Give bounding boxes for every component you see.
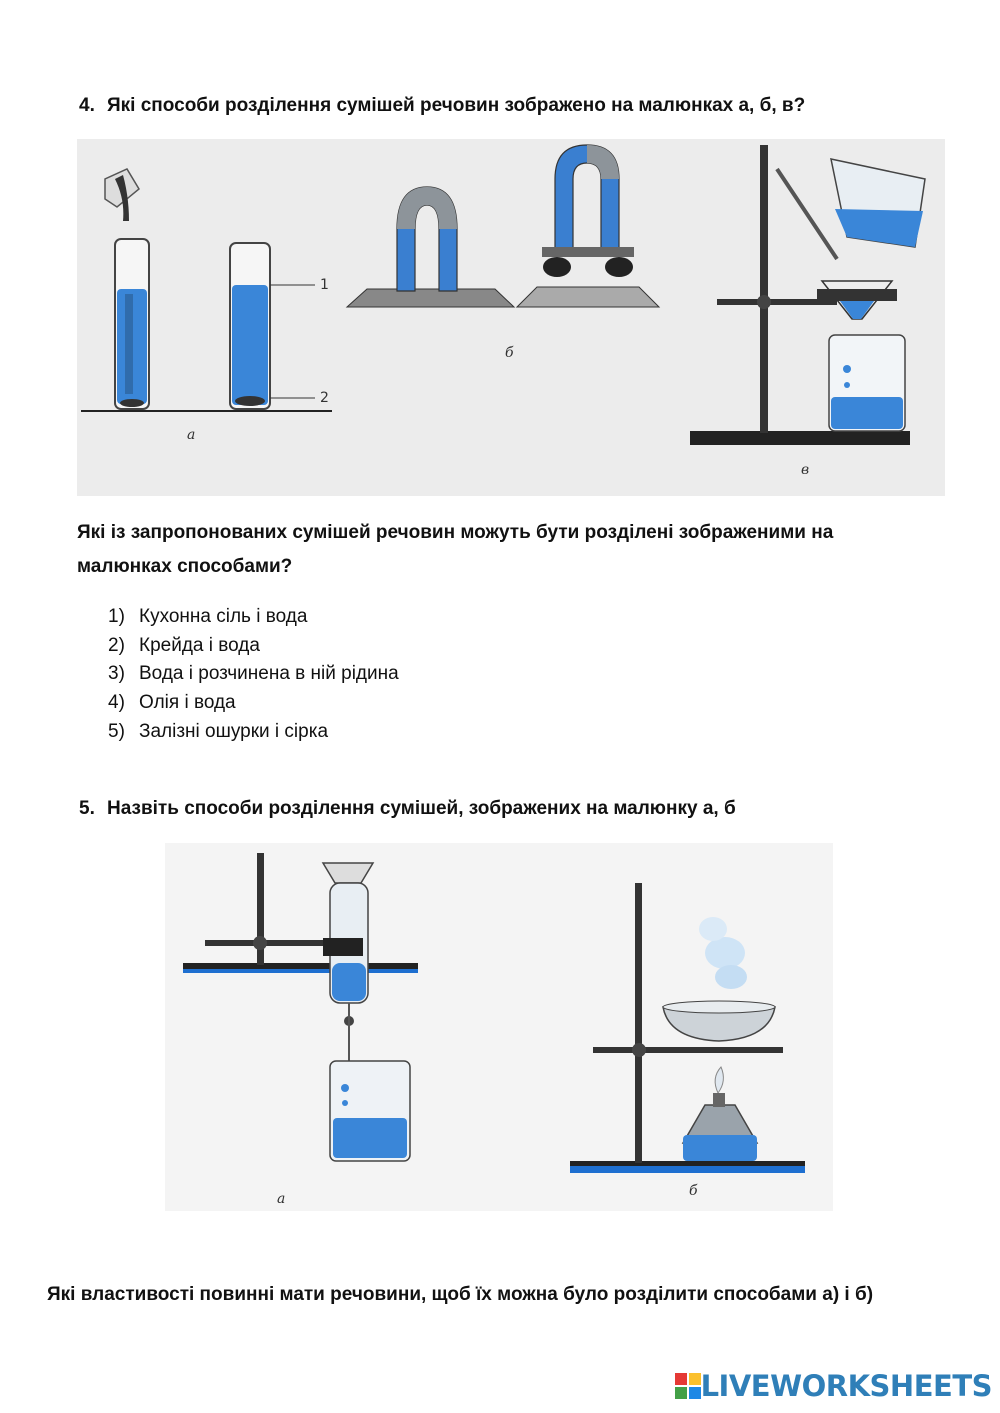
liveworksheets-brand: LIVEWORKSHEETS bbox=[674, 1369, 993, 1403]
filtrate bbox=[831, 397, 903, 429]
vapor-cloud bbox=[705, 937, 745, 969]
tube-liquid bbox=[232, 285, 268, 405]
figure-label-b: б bbox=[505, 345, 514, 361]
vapor-cloud bbox=[715, 965, 747, 989]
answer-option-number: 5) bbox=[108, 720, 125, 742]
evaporation-setup bbox=[570, 883, 805, 1173]
settling-tube-right bbox=[229, 242, 315, 410]
pouring-liquid bbox=[835, 209, 923, 247]
lower-layer bbox=[332, 963, 366, 1001]
tube-sediment bbox=[235, 396, 265, 406]
lamp-fuel bbox=[683, 1135, 757, 1161]
answer-option-text: Крейда і вода bbox=[139, 634, 260, 656]
answer-option-number: 3) bbox=[108, 663, 125, 685]
figure-2-label-a: а bbox=[277, 1191, 285, 1207]
figure-separation-methods-2: а б bbox=[165, 843, 833, 1211]
separating-funnel-setup bbox=[183, 853, 418, 1162]
iron-filings-right bbox=[605, 257, 633, 277]
filtration-setup bbox=[690, 145, 926, 445]
answer-option: 1) Кухонна сіль і вода bbox=[108, 603, 399, 632]
question-4-prompt: Які із запропонованих сумішей речовин мо… bbox=[77, 516, 833, 584]
figure-2-label-b: б bbox=[689, 1183, 698, 1199]
liveworksheets-logo-icon bbox=[674, 1373, 701, 1399]
evaporating-dish bbox=[662, 1006, 776, 1042]
tripod-ring bbox=[593, 1047, 783, 1053]
answer-option: 3) Вода і розчинена в ній рідина bbox=[108, 660, 399, 689]
question-5-title: 5. Назвіть способи розділення сумішей, зо… bbox=[79, 797, 736, 821]
stand-base bbox=[183, 963, 418, 969]
beaker-liquid bbox=[333, 1118, 407, 1158]
drop bbox=[342, 1100, 348, 1106]
question-4-text: Які способи розділення сумішей речовин з… bbox=[107, 95, 806, 116]
answer-option-text: Кухонна сіль і вода bbox=[139, 606, 308, 627]
answer-option-text: Вода і розчинена в ній рідина bbox=[139, 663, 399, 685]
mixture-plate bbox=[515, 286, 661, 308]
answer-option-text: Олія і вода bbox=[139, 692, 236, 714]
tube-sediment bbox=[120, 399, 144, 407]
stand-clamp bbox=[253, 936, 267, 950]
stand-base bbox=[570, 1161, 805, 1166]
question-4-number: 4. bbox=[79, 95, 95, 116]
answer-option-text: Залізні ошурки і сірка bbox=[139, 720, 329, 742]
magnet-bend bbox=[587, 145, 619, 179]
figure-separation-methods: 1 2 а б bbox=[77, 139, 945, 496]
funnel-clamp bbox=[323, 938, 363, 956]
question-5-prompt: Які властивості повинні мати речовини, щ… bbox=[47, 1284, 874, 1305]
funnel-liquid bbox=[837, 297, 877, 319]
drop bbox=[341, 1084, 349, 1092]
figure-separation-methods-drawing: 1 2 а б bbox=[77, 139, 945, 496]
answer-option: 2) Крейда і вода bbox=[108, 632, 399, 661]
stand-base bbox=[690, 431, 910, 445]
stand-clamp bbox=[757, 295, 771, 309]
stand-rod bbox=[635, 883, 642, 1163]
pointer-label-1: 1 bbox=[320, 277, 329, 293]
answer-options-list: 1) Кухонна сіль і вода 2) Крейда і вода 3)… bbox=[108, 603, 399, 747]
dish-rim bbox=[662, 1000, 776, 1014]
question-4-prompt-line-1: Які із запропонованих сумішей речовин мо… bbox=[77, 522, 834, 543]
magnet-bend bbox=[397, 187, 457, 229]
stand-rod bbox=[760, 145, 768, 433]
magnet-with-filings bbox=[515, 144, 661, 308]
drop bbox=[843, 365, 851, 373]
mixture-plate bbox=[345, 288, 516, 308]
figure-label-a: а bbox=[187, 427, 195, 443]
glass-rod bbox=[775, 167, 839, 261]
figure-separation-methods-2-drawing: а б bbox=[165, 843, 833, 1211]
stand-clamp-arm bbox=[717, 299, 837, 305]
question-4-prompt-line-2: малюнках способами? bbox=[77, 556, 293, 577]
powder-stream bbox=[115, 175, 129, 221]
answer-option: 4) Олія і вода bbox=[108, 689, 399, 718]
answer-option: 5) Залізні ошурки і сірка bbox=[108, 718, 399, 747]
figure-label-v: в bbox=[801, 462, 809, 478]
stand-clamp-arm bbox=[205, 940, 360, 946]
iron-filings-left bbox=[543, 257, 571, 277]
question-5-text: Назвіть способи розділення сумішей, зобр… bbox=[107, 798, 736, 819]
stand-rod bbox=[257, 853, 264, 965]
lamp-wick-holder bbox=[713, 1093, 725, 1107]
liveworksheets-brand-text: LIVEWORKSHEETS bbox=[700, 1369, 993, 1403]
answer-option-number: 1) bbox=[108, 606, 125, 627]
magnet-base bbox=[542, 247, 634, 257]
question-4-title: 4. Які способи розділення сумішей речовин… bbox=[79, 94, 805, 118]
answer-option-number: 4) bbox=[108, 692, 125, 714]
settling-tube-left bbox=[104, 168, 150, 410]
vapor-cloud bbox=[699, 917, 727, 941]
question-5-number: 5. bbox=[79, 798, 95, 819]
drop bbox=[844, 382, 850, 388]
stand-clamp bbox=[632, 1043, 646, 1057]
magnet-on-mixture bbox=[345, 186, 516, 308]
burner-flame bbox=[714, 1066, 724, 1094]
answer-option-number: 2) bbox=[108, 634, 125, 656]
suspended-particles bbox=[125, 294, 133, 394]
funnel-ring bbox=[817, 289, 897, 301]
pointer-label-2: 2 bbox=[320, 390, 329, 406]
